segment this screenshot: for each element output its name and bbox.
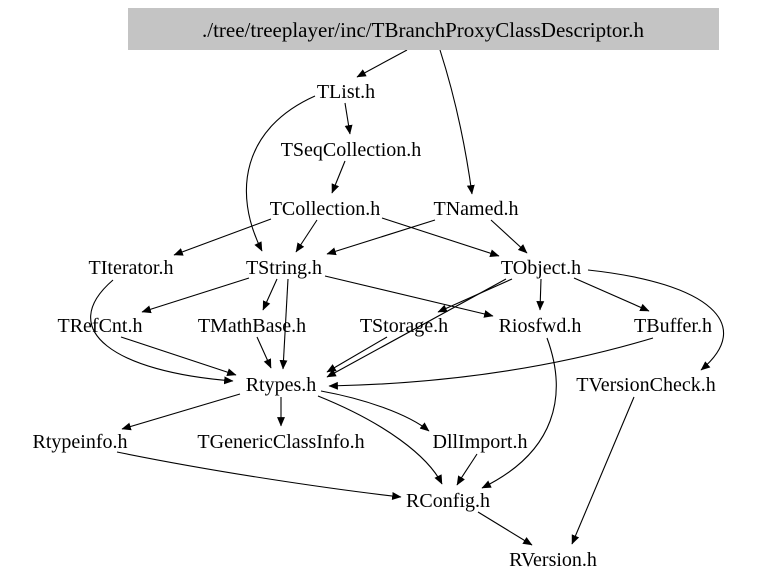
nodes: TList.h TSeqCollection.h TCollection.h T…	[33, 81, 716, 571]
edge-rconfig-rversion	[477, 511, 533, 546]
node-tseqcollection-h: TSeqCollection.h	[281, 139, 422, 161]
edge-tseqcollection-tcollection	[331, 160, 346, 194]
node-rtypeinfo-h: Rtypeinfo.h	[33, 431, 128, 453]
node-tversioncheck-h: TVersionCheck.h	[576, 374, 715, 396]
node-titerator-h: TIterator.h	[89, 257, 174, 279]
edge-tcollection-tstring	[295, 219, 318, 253]
edge-tlist-tseqcollection	[344, 102, 353, 135]
node-tobject-h: TObject.h	[501, 257, 581, 279]
edge-tstorage-rtypes	[326, 336, 388, 373]
edge-tstring-tmathbase	[262, 278, 278, 311]
edge-tnamed-tobject	[490, 219, 528, 254]
edge-root-tnamed	[439, 49, 475, 195]
edge-tcollection-tobject	[381, 217, 500, 258]
node-tlist-h: TList.h	[317, 81, 375, 103]
edge-tversioncheck-rversion	[571, 396, 635, 545]
node-rtypes-h: Rtypes.h	[246, 374, 317, 396]
node-tnamed-h: TNamed.h	[434, 198, 519, 220]
edge-tstring-trefcnt	[141, 277, 250, 314]
edge-tobject-tbuffer	[573, 277, 650, 312]
edge-tstring-riosfwd	[324, 275, 494, 318]
node-trefcnt-h: TRefCnt.h	[58, 315, 143, 337]
node-tgenericclassinfo-h: TGenericClassInfo.h	[197, 431, 364, 453]
edges	[90, 49, 724, 546]
edge-tbuffer-rtypes	[328, 337, 654, 390]
node-rversion-h: RVersion.h	[509, 549, 597, 571]
edge-tcollection-titerator	[173, 218, 272, 256]
node-riosfwd-h: Riosfwd.h	[499, 315, 582, 337]
edge-titerator-rtypes	[90, 279, 234, 385]
node-tstring-h: TString.h	[246, 257, 322, 279]
edge-root-tlist	[356, 49, 408, 78]
edge-riosfwd-rconfig	[481, 337, 557, 489]
edge-rtypeinfo-rconfig	[116, 451, 402, 500]
edge-rtypes-dllimport	[320, 390, 430, 432]
edge-tobject-rtypes	[326, 278, 507, 378]
node-dllimport-h: DllImport.h	[433, 431, 528, 453]
node-root: ./tree/treeplayer/inc/TBranchProxyClassD…	[128, 8, 719, 50]
root-node-background	[128, 8, 719, 50]
edge-dllimport-rconfig	[456, 453, 478, 486]
node-rconfig-h: RConfig.h	[406, 490, 490, 512]
node-tbuffer-h: TBuffer.h	[634, 315, 712, 337]
edge-rtypes-rconfig	[317, 395, 443, 485]
edge-tobject-riosfwd	[536, 278, 545, 311]
edge-rtypes-rtypeinfo	[121, 393, 241, 431]
node-tmathbase-h: TMathBase.h	[198, 315, 306, 337]
edge-trefcnt-rtypes	[120, 336, 237, 376]
edge-tnamed-tstring	[326, 219, 436, 256]
edge-tstring-rtypes	[279, 278, 289, 370]
edge-tobject-tversioncheck	[587, 269, 724, 371]
edge-tlist-tstring	[245, 95, 316, 252]
node-tstorage-h: TStorage.h	[360, 315, 448, 337]
root-node-label: ./tree/treeplayer/inc/TBranchProxyClassD…	[202, 18, 645, 42]
node-tcollection-h: TCollection.h	[270, 198, 381, 220]
edge-tmathbase-rtypes	[256, 336, 272, 369]
